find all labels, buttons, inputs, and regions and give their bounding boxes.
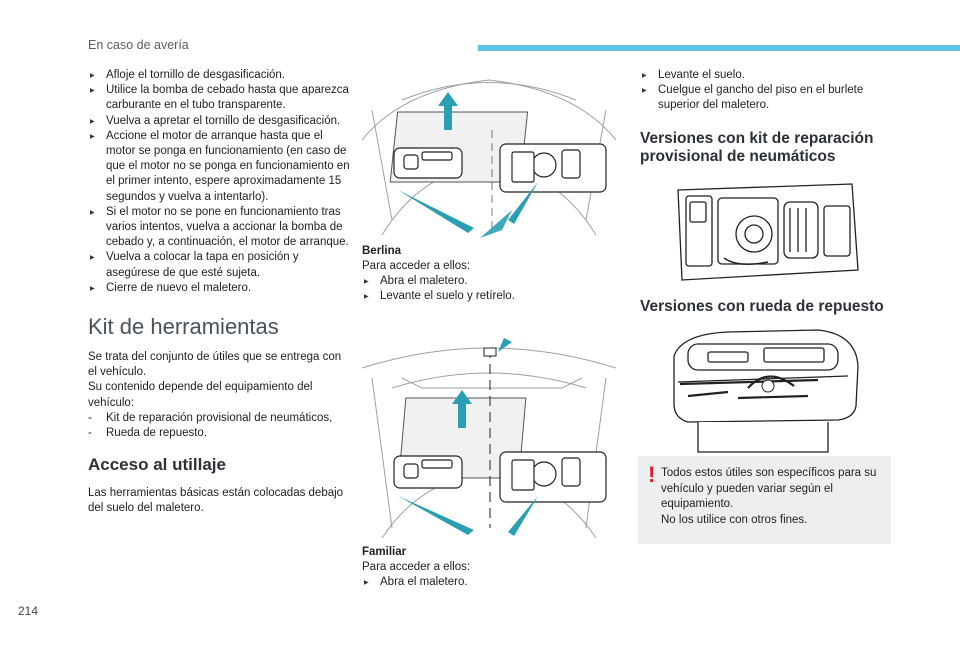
familiar-title: Familiar — [362, 546, 407, 558]
familiar-trunk-figure — [362, 328, 616, 540]
access-paragraph: Las herramientas básicas están colocadas… — [88, 487, 344, 515]
list-item: Levante el suelo. — [640, 68, 892, 84]
berlina-caption: Berlina Para acceder a ellos: Abra el ma… — [362, 244, 618, 306]
familiar-continued-steps: Levante el suelo. Cuelgue el gancho del … — [640, 68, 892, 114]
section-title: En caso de avería — [88, 38, 189, 52]
right-column: Levante el suelo. Cuelgue el gancho del … — [640, 68, 892, 166]
warning-notice: ! Todos estos útiles son específicos par… — [638, 456, 891, 544]
repair-kit-heading: Versiones con kit de reparación provisio… — [640, 129, 874, 165]
list-item: Abra el maletero. — [362, 575, 618, 591]
familiar-intro: Para acceder a ellos: — [362, 561, 471, 573]
list-item: Afloje el tornillo de desgasificación. — [88, 68, 350, 84]
berlina-title: Berlina — [362, 245, 401, 257]
list-item: Cierre de nuevo el maletero. — [88, 281, 350, 297]
list-item: Vuelva a colocar la tapa en posición y a… — [88, 250, 350, 280]
list-item: Si el motor no se pone en funcionamiento… — [88, 205, 350, 251]
berlina-intro: Para acceder a ellos: — [362, 260, 471, 272]
list-item: Kit de reparación provisional de neumáti… — [88, 411, 350, 426]
list-item: Vuelva a apretar el tornillo de desgasif… — [88, 114, 350, 130]
kit-heading: Kit de herramientas — [88, 314, 279, 340]
spare-wheel-figure — [668, 326, 862, 461]
berlina-trunk-figure — [362, 70, 616, 238]
kit-paragraph-2: Su contenido depende del equipamiento de… — [88, 381, 313, 409]
header-accent-bar — [478, 45, 960, 51]
familiar-steps: Abra el maletero. — [362, 575, 618, 591]
notice-paragraph-1: Todos estos útiles son específicos para … — [661, 467, 877, 510]
wheel-heading-wrap: Versiones con rueda de repuesto — [640, 298, 884, 316]
list-item: Levante el suelo y retírelo. — [362, 289, 618, 305]
familiar-caption: Familiar Para acceder a ellos: Abra el m… — [362, 545, 618, 592]
page-number: 214 — [18, 604, 39, 618]
priming-steps: Afloje el tornillo de desgasificación. U… — [88, 68, 350, 297]
list-item: Rueda de repuesto. — [88, 426, 350, 441]
repair-kit-figure — [668, 178, 862, 291]
notice-paragraph-2: No los utilice con otros fines. — [661, 513, 808, 526]
berlina-steps: Abra el maletero. Levante el suelo y ret… — [362, 274, 618, 306]
left-column: Afloje el tornillo de desgasificación. U… — [88, 68, 350, 517]
list-item: Cuelgue el gancho del piso en el burlete… — [640, 83, 892, 113]
list-item: Abra el maletero. — [362, 274, 618, 290]
kit-items: Kit de reparación provisional de neumáti… — [88, 411, 350, 442]
spare-wheel-heading: Versiones con rueda de repuesto — [640, 298, 884, 315]
list-item: Utilice la bomba de cebado hasta que apa… — [88, 83, 350, 113]
list-item: Accione el motor de arranque hasta que e… — [88, 129, 350, 205]
kit-paragraph-1: Se trata del conjunto de útiles que se e… — [88, 351, 342, 379]
exclamation-icon: ! — [648, 462, 656, 487]
notice-text: Todos estos útiles son específicos para … — [661, 466, 881, 528]
access-heading: Acceso al utillaje — [88, 455, 226, 475]
